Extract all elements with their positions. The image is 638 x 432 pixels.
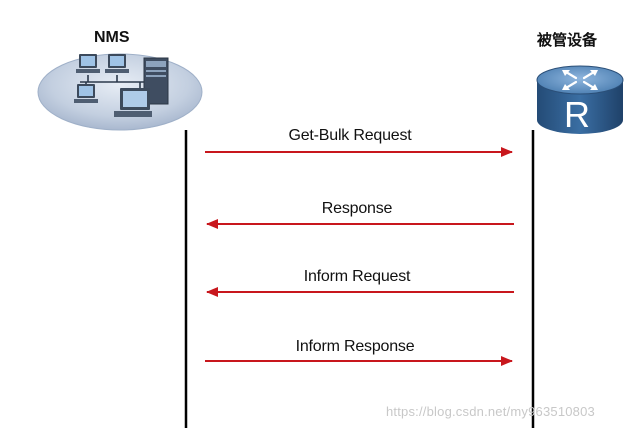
network-management-station-icon xyxy=(37,53,203,131)
router-letter: R xyxy=(564,94,590,135)
router-icon xyxy=(536,65,624,134)
managed-device-label: 被管设备 xyxy=(537,32,598,49)
message-label-inform-response: Inform Response xyxy=(295,338,415,355)
message-label-inform-request: Inform Request xyxy=(303,268,411,285)
message-label-get-bulk-request: Get-Bulk Request xyxy=(288,127,412,144)
watermark: https://blog.csdn.net/my963510803 xyxy=(386,404,595,419)
nms-label: NMS xyxy=(94,29,130,46)
message-label-response: Response xyxy=(321,200,393,217)
